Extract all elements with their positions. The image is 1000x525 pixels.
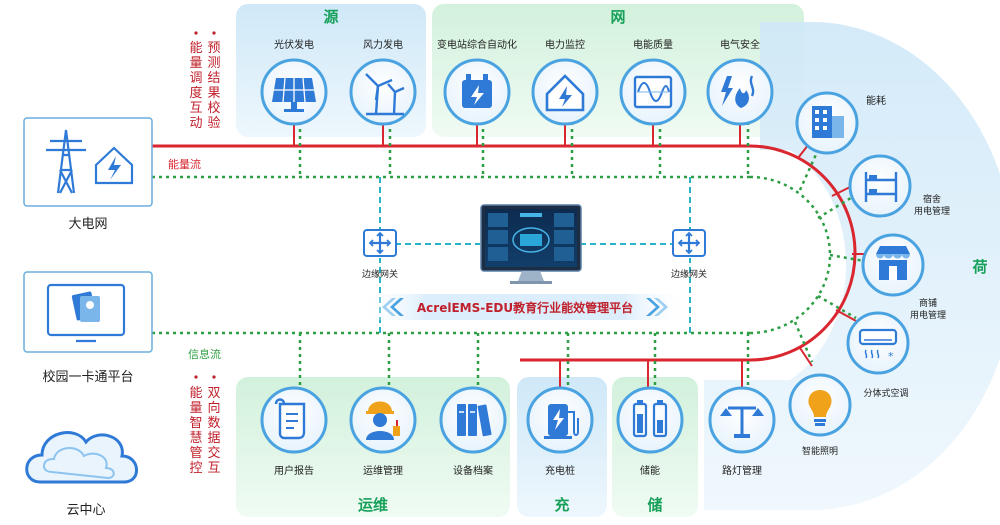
group-label-storage: 储 [647,496,662,514]
ops-label-user-report: 用户报告 [274,464,314,477]
group-labels: 源 网 运维 充 储 荷 [323,8,987,514]
campus-card-monitor-icon [46,283,126,343]
edge-gateway-icon [363,229,397,257]
power-quality-icon [633,75,673,109]
load-item-shop: 商铺 用电管理 [861,233,946,321]
house-bolt-icon [94,146,134,185]
load-label-lighting: 智能照明 [802,445,838,457]
edge-gateway-left-label: 边缘网关 [362,268,398,280]
charging-pile-icon [544,404,579,439]
group-label-load: 荷 [972,258,987,276]
substation-icon [462,74,492,108]
grid-item-substation: 变电站综合自动化 [437,38,517,126]
left-node-grid: 大电网 [23,117,153,232]
streetlight-icon [720,406,764,438]
grid-label-substation: 变电站综合自动化 [437,38,517,51]
load-label-shop-line2: 用电管理 [910,309,946,321]
platform-title-banner: AcrelEMS-EDU教育行业能效管理平台 [360,294,690,320]
group-label-source: 源 [323,8,338,26]
storage-label: 储能 [640,464,660,477]
vertical-notes: 能量调度互动 预测结果校验 能量智慧管控 双向数据交互 [189,31,221,476]
charge-item: 充电桩 [526,386,594,477]
energy-flow-lines [152,122,872,388]
ops-label-maintenance: 运维管理 [363,464,403,477]
svg-text:预测结果校验: 预测结果校验 [207,41,220,131]
note-energy-dispatch: 能量调度互动 [189,31,203,131]
ops-item-user-report: 用户报告 [260,386,328,477]
cloud-icon [25,431,138,484]
solar-panel-icon [272,77,316,112]
ops-label-equipment-archive: 设备档案 [453,464,493,477]
platform-title: AcrelEMS-EDU教育行业能效管理平台 [417,300,633,315]
svg-text:能量智慧管控: 能量智慧管控 [189,386,202,476]
energy-flow-label: 能量流 [168,157,201,171]
info-flow-label: 信息流 [188,347,221,361]
source-item-solar: 光伏发电 [260,38,328,126]
group-label-grid: 网 [610,8,625,26]
grid-item-electrical-safety: 电气安全 [706,38,774,126]
load-item-lighting: 智能照明 [788,373,852,457]
ops-item-maintenance: 运维管理 [349,386,417,477]
info-flow-lines [152,122,871,388]
light-bulb-icon [808,390,832,426]
note-forecast-check: 预测结果校验 [207,31,221,131]
edge-gateway-left: 边缘网关 [362,229,398,280]
battery-icon [632,400,668,438]
edge-gateway-right-label: 边缘网关 [671,268,707,280]
left-node-campus-card-label: 校园一卡通平台 [42,369,133,385]
shop-icon [876,246,910,280]
ops-item-equipment-archive: 设备档案 [439,386,507,477]
group-label-charge: 充 [554,496,569,514]
streetlight-label: 路灯管理 [722,464,762,477]
grid-item-power-monitor: 电力监控 [531,38,599,126]
user-report-icon [274,398,306,440]
left-node-grid-label: 大电网 [68,217,107,232]
charge-label: 充电桩 [545,464,575,477]
gateway-lines [379,177,691,333]
platform-monitor-icon [480,204,582,284]
source-item-wind: 风力发电 [349,38,417,126]
svg-text:能量调度互动: 能量调度互动 [189,41,202,131]
grid-label-power-monitor: 电力监控 [545,38,585,51]
edge-gateway-right: 边缘网关 [671,229,707,280]
load-label-dormitory-line1: 宿舍 [923,193,941,205]
source-label-solar: 光伏发电 [274,38,314,51]
left-node-cloud-label: 云中心 [66,503,105,518]
grid-label-power-quality: 电能质量 [633,38,673,51]
note-energy-control: 能量智慧管控 [189,375,203,476]
grid-item-power-quality: 电能质量 [619,38,687,126]
load-label-energy: 能耗 [866,94,886,107]
platform-monitor [480,204,582,284]
maintenance-worker-icon [366,401,400,440]
streetlight-item: 路灯管理 [708,386,776,477]
left-node-campus-card: 校园一卡通平台 [23,271,153,385]
grid-label-electrical-safety: 电气安全 [720,38,760,51]
load-label-air-conditioner: 分体式空调 [863,387,908,399]
load-item-air-conditioner: * 分体式空调 [846,311,910,399]
air-conditioner-icon: * [858,328,898,363]
left-node-cloud: 云中心 [25,431,138,518]
load-label-dormitory-line2: 用电管理 [914,205,950,217]
svg-text:双向数据交互: 双向数据交互 [207,386,220,476]
dormitory-bed-icon [864,172,898,202]
load-item-energy: 能耗 [795,91,886,155]
load-panel [704,22,1000,510]
electrical-safety-icon [721,75,755,108]
building-energy-icon [812,106,844,138]
source-label-wind: 风力发电 [363,38,403,51]
group-label-ops: 运维 [358,496,388,514]
storage-item: 储能 [616,386,684,477]
load-item-dormitory: 宿舍 用电管理 [848,154,950,218]
power-tower-icon [46,129,86,194]
edge-gateway-icon [672,229,706,257]
equipment-archive-icon [457,404,492,437]
note-bidirectional-data: 双向数据交互 [207,375,221,476]
power-monitor-icon [545,74,585,112]
svg-text:*: * [888,350,894,363]
load-label-shop-line1: 商铺 [919,297,937,309]
wind-turbine-icon [365,73,405,116]
